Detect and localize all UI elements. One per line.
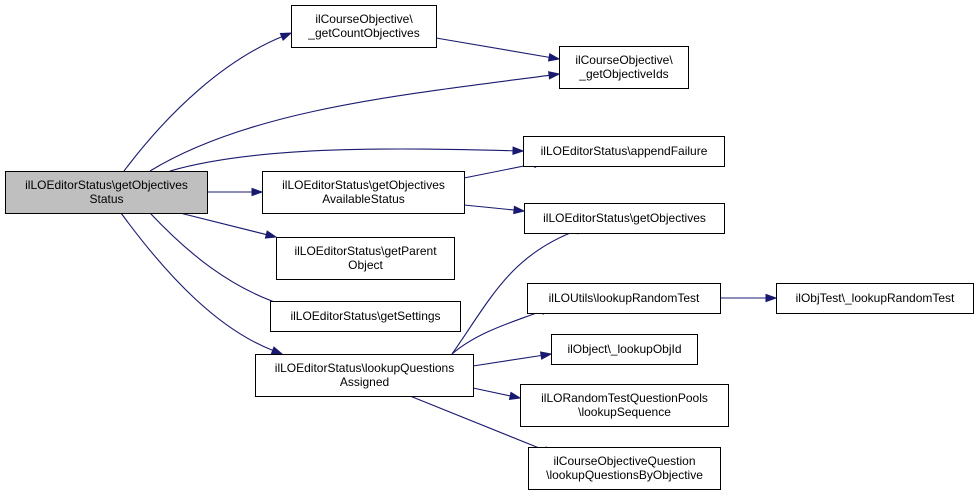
node-lookup-sequence-label-2: \lookupSequence — [578, 405, 671, 419]
node-lookup-obj-id-box — [551, 334, 698, 365]
node-lookup-sequence-label-1: ilLORandomTestQuestionPools — [541, 391, 708, 405]
node-root-label-2: Status — [89, 192, 123, 206]
edge-lookup-questions-to-lookup-random-test — [451, 306, 553, 355]
node-lookup-sequence[interactable]: ilLORandomTestQuestionPools\lookupSequen… — [520, 384, 729, 427]
node-parent-object-label-1: ilLOEditorStatus\getParent — [294, 244, 437, 258]
edge-root-to-append-failure — [169, 146, 525, 172]
node-append-failure-box — [523, 136, 725, 167]
edge-lookup-questions-to-lookup-sequence-arrowhead — [508, 391, 522, 401]
edge-root-to-append-failure-arrowhead — [512, 146, 525, 156]
node-lookup-random-test-box — [527, 283, 721, 314]
node-get-settings-label-1: ilLOEditorStatus\getSettings — [290, 309, 440, 323]
node-lookup-random-test[interactable]: ilLOUtils\lookupRandomTest — [527, 283, 721, 314]
node-append-failure[interactable]: ilLOEditorStatus\appendFailure — [523, 136, 725, 167]
edge-root-to-objective-ids — [149, 71, 561, 172]
edge-lookup-random-test-to-objtest-lookup — [720, 293, 778, 303]
node-count-objectives-label-2: _getCountObjectives — [307, 26, 419, 40]
edge-available-status-to-get-objectives — [463, 204, 526, 215]
node-lookup-questions-box — [255, 354, 474, 397]
edge-count-objectives-to-objective-ids — [435, 37, 561, 62]
edge-root-to-parent-object — [179, 212, 278, 239]
node-count-objectives[interactable]: ilCourseObjective\_getCountObjectives — [291, 5, 437, 48]
edge-lookup-random-test-to-objtest-lookup-arrowhead — [765, 293, 778, 303]
edge-lookup-questions-to-lookup-obj-id-line — [472, 354, 543, 367]
node-get-settings[interactable]: ilLOEditorStatus\getSettings — [270, 301, 461, 332]
edge-lookup-questions-to-lookup-sequence — [472, 387, 522, 401]
node-get-settings-box — [270, 301, 461, 332]
edge-lookup-questions-to-lookup-random-test-line — [451, 309, 543, 355]
node-get-objectives-label-1: ilLOEditorStatus\getObjectives — [543, 211, 706, 225]
node-get-objectives-box — [524, 203, 725, 234]
edge-root-to-count-objectives — [123, 32, 293, 172]
edge-root-to-parent-object-arrowhead — [264, 230, 278, 239]
node-lookup-questions-label-2: Assigned — [340, 375, 389, 389]
edge-lookup-questions-to-lookup-sequence-line — [472, 387, 512, 397]
node-objective-ids-label-1: ilCourseObjective\ — [575, 53, 673, 67]
node-root-label-1: ilLOEditorStatus\getObjectives — [25, 178, 188, 192]
node-lookup-random-test-label-1: ilLOUtils\lookupRandomTest — [549, 291, 700, 305]
edge-root-to-available-status-arrowhead — [251, 187, 264, 197]
node-available-status-box — [262, 171, 465, 214]
edge-lookup-questions-to-lookup-obj-id — [472, 351, 553, 367]
node-available-status[interactable]: ilLOEditorStatus\getObjectivesAvailableS… — [262, 171, 465, 214]
node-lookup-questions-label-1: ilLOEditorStatus\lookupQuestions — [275, 361, 454, 375]
node-questions-by-objective-label-2: \lookupQuestionsByObjective — [546, 468, 703, 482]
node-objtest-lookup[interactable]: ilObjTest\_lookupRandomTest — [776, 283, 974, 314]
edge-available-status-to-get-objectives-line — [463, 204, 516, 211]
node-parent-object-label-2: Object — [348, 258, 383, 272]
edge-root-to-lookup-questions — [120, 212, 284, 355]
node-lookup-obj-id[interactable]: ilObject\_lookupObjId — [551, 334, 698, 365]
node-questions-by-objective[interactable]: ilCourseObjectiveQuestion\lookupQuestion… — [528, 447, 721, 490]
edge-count-objectives-to-objective-ids-arrowhead — [547, 52, 561, 62]
edge-count-objectives-to-objective-ids-line — [435, 37, 551, 59]
node-append-failure-label-1: ilLOEditorStatus\appendFailure — [541, 144, 708, 158]
edge-root-to-lookup-questions-arrowhead — [270, 346, 284, 355]
edge-root-to-objective-ids-line — [149, 74, 551, 172]
edge-root-to-count-objectives-line — [123, 35, 283, 172]
node-questions-by-objective-label-1: ilCourseObjectiveQuestion — [553, 454, 695, 468]
nodes-layer: ilLOEditorStatus\getObjectivesStatusilCo… — [5, 5, 974, 490]
edge-lookup-questions-to-lookup-obj-id-arrowhead — [539, 351, 553, 360]
node-lookup-sequence-box — [520, 384, 729, 427]
node-count-objectives-label-1: ilCourseObjective\ — [315, 12, 413, 26]
node-available-status-label-1: ilLOEditorStatus\getObjectives — [282, 178, 445, 192]
edge-root-to-objective-ids-arrowhead — [548, 71, 561, 80]
edge-root-to-count-objectives-arrowhead — [279, 32, 293, 41]
node-root-box — [5, 171, 208, 214]
node-objective-ids[interactable]: ilCourseObjective\_getObjectiveIds — [559, 46, 689, 89]
edge-lookup-questions-to-questions-by-objective-line — [409, 395, 546, 452]
node-questions-by-objective-box — [528, 447, 721, 490]
node-parent-object-box — [276, 237, 455, 280]
node-lookup-obj-id-label-1: ilObject\_lookupObjId — [567, 342, 681, 356]
node-objtest-lookup-box — [776, 283, 974, 314]
edge-root-to-parent-object-line — [179, 212, 268, 236]
node-objective-ids-box — [559, 46, 689, 89]
node-objtest-lookup-label-1: ilObjTest\_lookupRandomTest — [796, 291, 955, 305]
edge-root-to-available-status — [207, 187, 264, 197]
edge-lookup-questions-to-get-objectives-line — [451, 229, 578, 355]
edge-root-to-get-settings-line — [149, 212, 292, 309]
edge-root-to-lookup-questions-line — [120, 212, 274, 352]
edge-root-to-append-failure-line — [169, 148, 515, 172]
node-count-objectives-box — [291, 5, 437, 48]
edge-available-status-to-get-objectives-arrowhead — [513, 205, 526, 215]
node-objective-ids-label-2: _getObjectiveIds — [578, 67, 668, 81]
node-available-status-label-2: AvailableStatus — [322, 192, 405, 206]
node-get-objectives[interactable]: ilLOEditorStatus\getObjectives — [524, 203, 725, 234]
